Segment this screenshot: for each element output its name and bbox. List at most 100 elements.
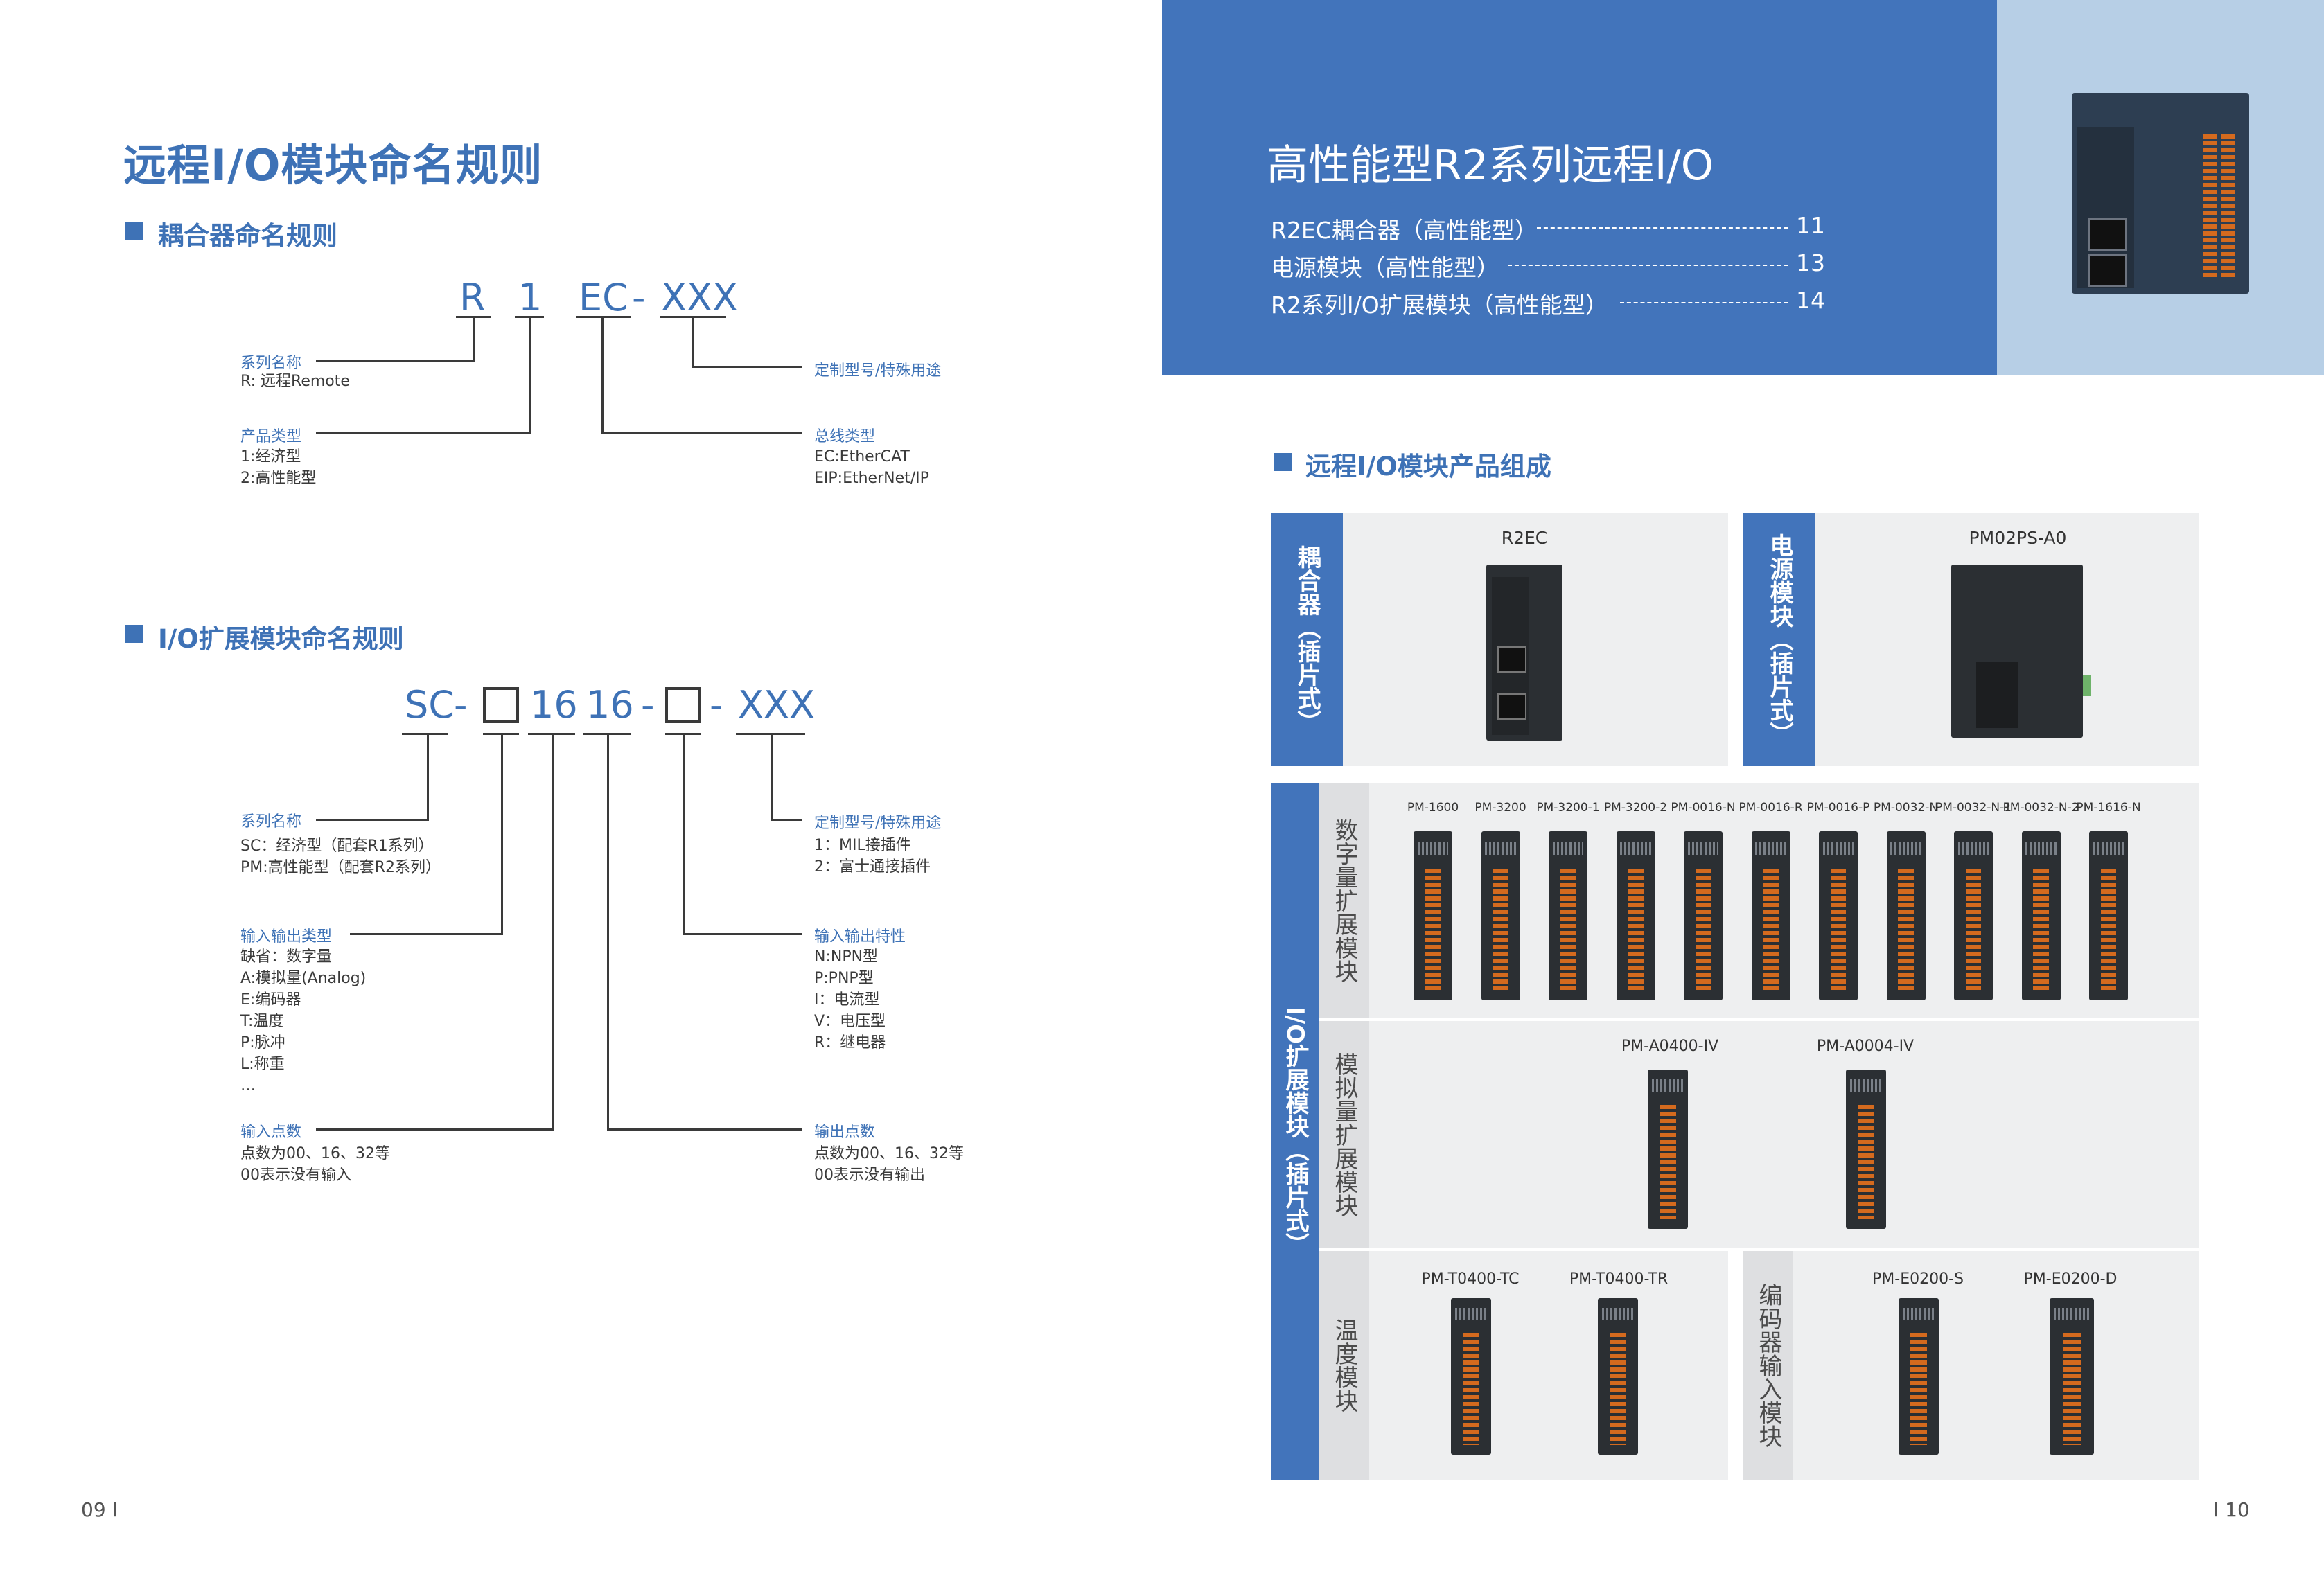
toc-leader (1620, 302, 1788, 303)
module-image (1616, 831, 1655, 1000)
r2ec-image (1486, 565, 1562, 741)
series-title: 高性能型R2系列远程I/O (1267, 141, 1714, 190)
underline (576, 316, 631, 318)
io-type-desc: 缺省：数字量 A:模拟量(Analog) E:编码器 T:温度 P:脉冲 L:称… (240, 948, 367, 1094)
module-image (2089, 831, 2128, 1000)
toc-item-1-label[interactable]: R2EC耦合器（高性能型） (1271, 217, 1538, 244)
product-name: PM-0032-N-2 (2002, 801, 2079, 815)
product-name: PM-E0200-S (1872, 1270, 1964, 1288)
code-sc: SC (405, 683, 455, 727)
product-name: PM-0016-N (1671, 801, 1736, 815)
product-name: PM-1600 (1407, 801, 1459, 815)
code-1: 1 (518, 276, 543, 319)
coupler-side-label: 耦合器（插片式） (1271, 513, 1343, 766)
pm02ps-image (1951, 565, 2091, 738)
encoder-panel (1743, 1251, 2199, 1480)
code-16-out: 16 (586, 683, 634, 727)
code-ec: EC (579, 276, 628, 319)
bus-type-desc: EC:EtherCAT EIP:EtherNet/IP (814, 448, 929, 487)
r2-device-image (2072, 93, 2249, 294)
code-dash: - (454, 683, 468, 727)
product-name: PM-3200 (1474, 801, 1526, 815)
module-image (1751, 831, 1790, 1000)
module-image (1846, 1070, 1886, 1229)
series-name-label: 系列名称 (240, 355, 302, 372)
module-image (1684, 831, 1723, 1000)
output-points-label: 输出点数 (814, 1124, 876, 1141)
module-image (1954, 831, 1993, 1000)
underline (456, 316, 491, 318)
module-image (1414, 831, 1452, 1000)
bus-type-label: 总线类型 (814, 428, 876, 445)
input-points-label: 输入点数 (240, 1124, 302, 1141)
page-number-right: I 10 (2213, 1498, 2250, 1521)
product-name: PM-T0400-TC (1421, 1270, 1520, 1288)
module-image (1598, 1298, 1638, 1455)
product-name-r2ec: R2EC (1501, 528, 1548, 548)
code-xxx: XXX (738, 683, 815, 727)
product-name: PM-3200-2 (1603, 801, 1668, 815)
io-feature-label: 输入输出特性 (814, 928, 906, 946)
analog-panel (1319, 1021, 2199, 1248)
module-image (2021, 831, 2061, 1000)
product-name: PM-E0200-D (2023, 1270, 2118, 1288)
input-points-desc: 点数为00、16、32等 00表示没有输入 (240, 1145, 390, 1184)
temperature-side-label: 温度模块 (1319, 1251, 1369, 1480)
io-series-desc: SC：经济型（配套R1系列） PM:高性能型（配套R2系列） (240, 837, 441, 876)
section-marker-icon (1274, 453, 1292, 471)
product-type-label: 产品类型 (240, 428, 302, 445)
toc-item-3-label[interactable]: R2系列I/O扩展模块（高性能型） (1271, 292, 1608, 319)
module-image (1899, 1298, 1939, 1455)
product-name: PM-1616-N (2076, 801, 2141, 815)
io-custom-label: 定制型号/特殊用途 (814, 815, 942, 832)
section-marker-icon (125, 625, 143, 643)
module-image (1886, 831, 1926, 1000)
power-side-label: 电源模块（插片式） (1743, 513, 1815, 766)
analog-side-label: 模拟量扩展模块 (1319, 1021, 1369, 1248)
product-name-pm02ps: PM02PS-A0 (1969, 528, 2067, 548)
module-image (1648, 1070, 1688, 1229)
toc-item-2-page[interactable]: 13 (1796, 249, 1825, 276)
product-name: PM-3200-1 (1536, 801, 1600, 815)
toc-leader (1508, 265, 1788, 266)
io-side-label: I/O扩展模块（插片式） (1271, 783, 1319, 1480)
product-composition-heading: 远程I/O模块产品组成 (1305, 452, 1551, 481)
section-marker-icon (125, 222, 143, 240)
page-number-left: 09 I (81, 1498, 118, 1521)
code-dash: - (641, 683, 655, 727)
custom-model-label: 定制型号/特殊用途 (814, 362, 942, 380)
code-xxx: XXX (661, 276, 738, 319)
toc-item-1-page[interactable]: 11 (1796, 212, 1825, 239)
underline (515, 316, 544, 318)
io-type-label: 输入输出类型 (240, 928, 333, 946)
module-image (2050, 1298, 2094, 1455)
toc-item-3-page[interactable]: 14 (1796, 287, 1825, 314)
toc-item-2-label[interactable]: 电源模块（高性能型） (1271, 254, 1499, 281)
product-name: PM-0032-N-1 (1935, 801, 2012, 815)
page-title: 远程I/O模块命名规则 (123, 140, 543, 190)
product-name: PM-0016-R (1738, 801, 1803, 815)
code-r: R (459, 276, 486, 319)
io-feature-desc: N:NPN型 P:PNP型 I：电流型 V：电压型 R：继电器 (814, 948, 886, 1052)
output-points-desc: 点数为00、16、32等 00表示没有输出 (814, 1145, 964, 1184)
product-name: PM-0016-P (1806, 801, 1870, 815)
header-banner (1162, 0, 1997, 375)
code-16-in: 16 (530, 683, 578, 727)
module-image (1451, 1298, 1491, 1455)
placeholder-box (665, 687, 701, 723)
toc-leader (1537, 227, 1788, 229)
series-name-desc: R: 远程Remote (240, 373, 350, 390)
product-name: PM-A0004-IV (1816, 1038, 1914, 1055)
coupler-naming-heading: 耦合器命名规则 (158, 221, 337, 251)
placeholder-box (483, 687, 519, 723)
module-image (1481, 831, 1520, 1000)
product-name: PM-T0400-TR (1569, 1270, 1669, 1288)
code-dash: - (632, 276, 646, 319)
product-type-desc: 1:经济型 2:高性能型 (240, 448, 317, 487)
module-image (1819, 831, 1858, 1000)
product-name: PM-A0400-IV (1621, 1038, 1719, 1055)
module-image (1549, 831, 1587, 1000)
code-dash: - (710, 683, 723, 727)
io-naming-heading: I/O扩展模块命名规则 (158, 624, 404, 654)
underline (660, 316, 726, 318)
